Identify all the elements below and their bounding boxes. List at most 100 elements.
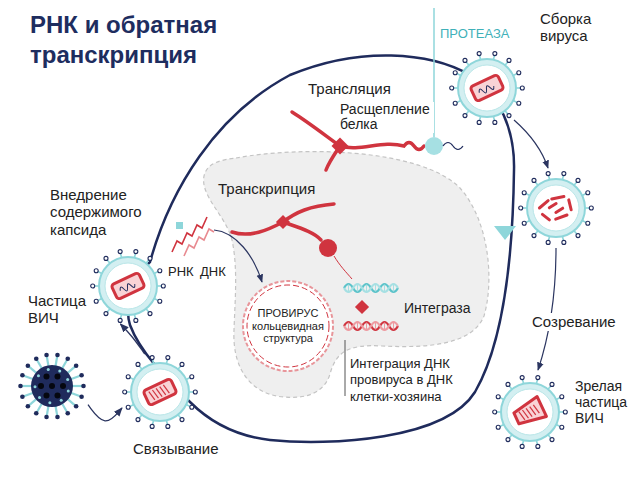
virion-spike-head	[477, 52, 481, 56]
particle-spike-head	[20, 394, 25, 399]
virion-spike-head	[134, 318, 138, 322]
dna-helix	[349, 323, 394, 330]
virion-spike-head	[493, 120, 497, 124]
label-text: РНК	[168, 264, 194, 280]
virion-spike-head	[517, 101, 521, 105]
virion-envelope	[458, 59, 516, 117]
virion-spike-head	[193, 390, 197, 394]
capsid-fragment	[549, 204, 557, 208]
virion-spike-head	[134, 250, 138, 254]
flow-arrow	[88, 405, 122, 421]
virion-spike-head	[507, 114, 511, 118]
capsid-fragment	[555, 208, 563, 212]
virion-capsid	[512, 397, 547, 429]
budding-virion-outline	[449, 50, 525, 126]
virion-spike-head	[536, 376, 540, 380]
virus-particle-outline	[16, 350, 88, 422]
capsid-shell	[470, 74, 504, 101]
virion-matrix	[137, 369, 183, 415]
budding-virion: Сборка вируса	[449, 50, 525, 126]
virion-spike-head	[562, 240, 566, 244]
particle-spike-head	[55, 353, 60, 358]
particle-dot	[67, 390, 70, 393]
particle-spike-head	[74, 404, 79, 409]
virion-matrix	[464, 65, 510, 111]
thin-strand	[334, 256, 352, 279]
enzyme-label: Интеграза	[404, 299, 476, 317]
virion-spike-head	[180, 418, 184, 422]
transcription-strand	[283, 222, 321, 240]
capsid-rna	[163, 384, 169, 394]
particle-dot	[37, 374, 40, 377]
capsid-rna	[478, 83, 495, 95]
dna-helix	[344, 284, 398, 330]
virion-spike-head	[104, 312, 108, 316]
virion-spike-head	[148, 312, 152, 316]
label-text: Интеграция ДНК провируса в ДНК клетки-хо…	[350, 356, 468, 405]
label-text: Интеграза	[404, 300, 471, 317]
virion-spike-head	[576, 234, 580, 238]
virion-spike-head	[550, 382, 554, 386]
particle-spike-head	[44, 353, 49, 358]
particle-dot	[44, 373, 50, 379]
particle-dot	[55, 373, 61, 379]
label-text: ПРОТЕАЗА	[440, 26, 510, 42]
molecule-label: ДНК	[200, 262, 234, 280]
virion-spike-head	[532, 234, 536, 238]
virion-spike-head	[453, 101, 457, 105]
shape-heading: Зрелая частица ВИЧ	[575, 378, 637, 426]
label-text: Созревание	[530, 313, 618, 331]
particle-dot	[34, 385, 37, 388]
transcription-strand	[232, 222, 283, 234]
mature-virion-outline	[492, 374, 568, 450]
particle-spike-head	[34, 411, 39, 416]
particle-body	[31, 365, 73, 407]
capsid-rna	[119, 281, 136, 293]
virion-spike-head	[136, 362, 140, 366]
stage-label: Созревание	[530, 313, 625, 331]
virion-spike-head	[190, 375, 194, 379]
particle-dot	[60, 399, 63, 402]
virus-particle: Частица ВИЧ	[16, 350, 88, 422]
particle-spike-head	[18, 384, 23, 389]
shape-heading: Сборка вируса	[540, 10, 630, 45]
cell-membrane	[128, 55, 514, 441]
particle-dot	[49, 383, 55, 389]
virion-envelope	[99, 257, 157, 315]
translation-strand	[340, 143, 424, 150]
virion-spike-head	[166, 424, 170, 428]
shape-heading: Связывание	[133, 440, 233, 457]
virion-spike-head	[546, 172, 550, 176]
entering-virion: Внедрение содержимого капсида	[90, 248, 166, 324]
virion-spike-head	[560, 425, 564, 429]
virion-spike-head	[94, 269, 98, 273]
mature-virion: Зрелая частица ВИЧ	[492, 374, 568, 450]
virion-capsid	[111, 272, 145, 299]
title-block: РНК и обратная транскрипция	[30, 10, 265, 70]
virion-spike-head	[463, 114, 467, 118]
ribosome-diamond	[332, 138, 349, 155]
virion-spike-head	[91, 284, 95, 288]
virion-spike-head	[507, 58, 511, 62]
virion-spike-head	[158, 299, 162, 303]
virion-spike-head	[589, 206, 593, 210]
virion-envelope	[527, 179, 585, 237]
virion-spike-head	[546, 240, 550, 244]
virion-spike-head	[586, 221, 590, 225]
virion-envelope	[131, 363, 189, 421]
capsid-shell	[111, 272, 145, 299]
entering-virion-outline	[90, 248, 166, 324]
virion-spike-head	[496, 425, 500, 429]
capsid-fragment	[538, 201, 549, 208]
dna-helix	[344, 322, 398, 330]
molecule-label: РНК	[168, 262, 202, 280]
virion-spike-head	[158, 269, 162, 273]
particle-spike-head	[74, 363, 79, 368]
diagram-title: РНК и обратная транскрипция	[30, 10, 265, 70]
shape-heading: Внедрение содержимого капсида	[50, 186, 160, 238]
virion-spike-head	[453, 71, 457, 75]
shape-text: ПРОВИРУС кольцевидная структура	[248, 307, 328, 345]
maturing-virion	[519, 172, 594, 245]
transcription-strand	[232, 204, 334, 240]
